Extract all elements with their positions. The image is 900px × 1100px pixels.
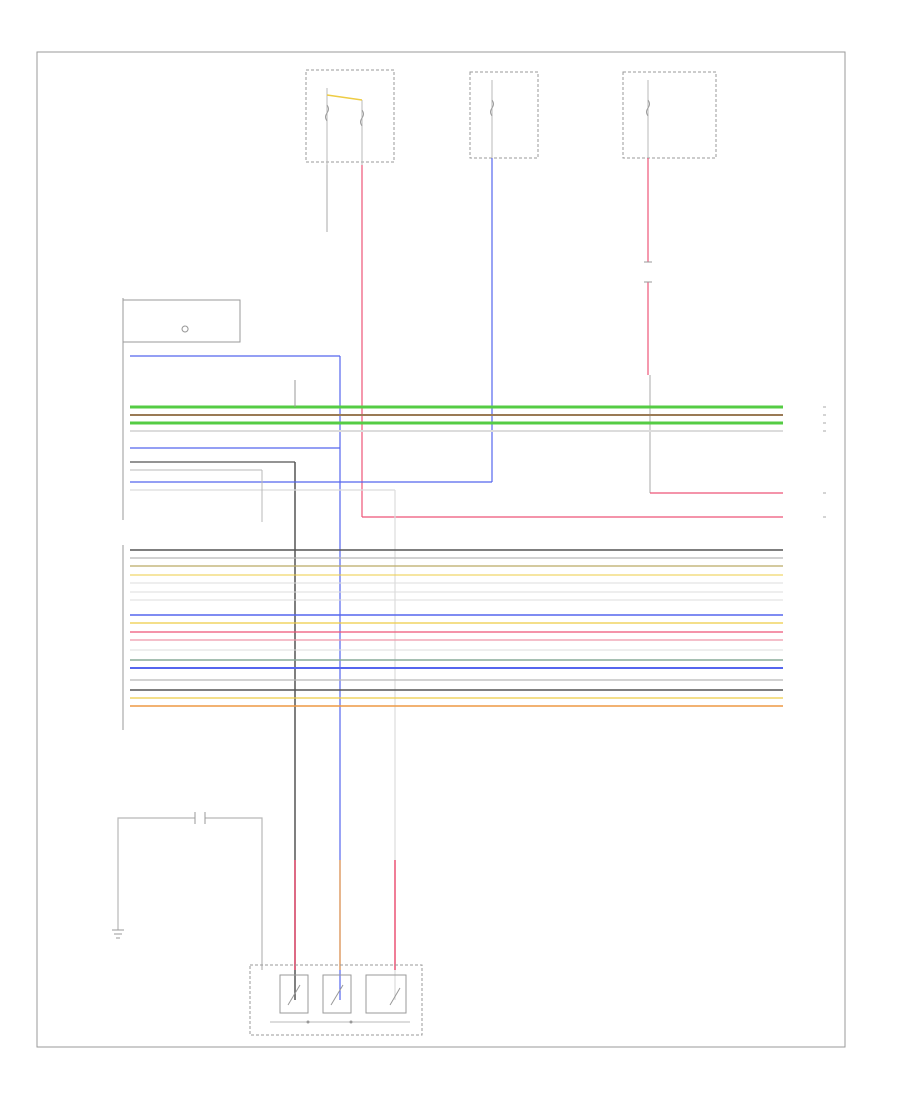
- diagram-frame: [36, 51, 846, 1048]
- fuse-box-1-outline: [305, 69, 395, 163]
- switch-contact-icon: [389, 987, 401, 1006]
- bottom-left-circuit: [112, 812, 263, 970]
- right-terminal-ticks: [823, 406, 826, 518]
- fuse-icon: [360, 109, 364, 127]
- module-upper-connector: [122, 298, 241, 520]
- switch-2: [322, 974, 352, 1014]
- ground-icon: [112, 929, 124, 939]
- switch-3: [365, 974, 407, 1014]
- fuse-icon: [490, 99, 494, 117]
- switch-assembly: [249, 964, 423, 1036]
- switch-contact-icon: [330, 984, 344, 1006]
- fuse-box-3-outline: [622, 71, 717, 159]
- fuse-icon: [325, 104, 329, 122]
- fuse-box-2-outline: [469, 71, 539, 159]
- relay-icon: [181, 325, 189, 333]
- switch-1: [279, 974, 309, 1014]
- lower-wires: [130, 549, 783, 707]
- switch-assembly-outline: [249, 964, 423, 1036]
- fuse-box-2: [469, 71, 539, 159]
- fuse-box-1: [305, 69, 395, 165]
- fuse-icon: [646, 99, 650, 117]
- connector-icon: [644, 261, 652, 283]
- upper-subconnector: [122, 299, 241, 343]
- switch-contact-icon: [287, 984, 301, 1006]
- fuse-box-3: [622, 71, 717, 159]
- upper-wires: [130, 355, 783, 1000]
- switch-icon: [194, 812, 206, 824]
